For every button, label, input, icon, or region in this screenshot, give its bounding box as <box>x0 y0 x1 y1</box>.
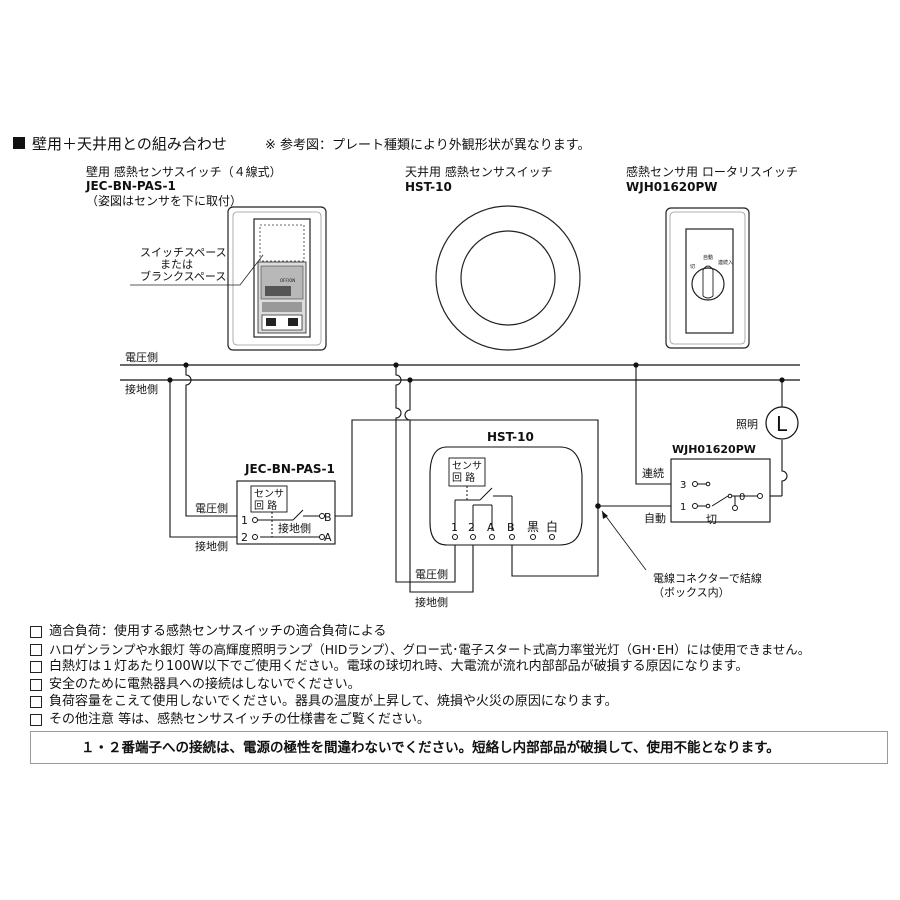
rotary-switch-illustration <box>665 207 750 349</box>
hst-terminal-1: 1 <box>451 521 458 534</box>
connector-note-2: （ボックス内） <box>653 585 730 599</box>
note-text: 白熱灯は１灯あたり100W以下でご使用ください。電球の球切れ時、大電流が流れ内部… <box>49 659 749 674</box>
wall-terminal-1: 1 <box>241 514 248 527</box>
note-text: ハロゲンランプや水銀灯 等の高輝度照明ランプ（HIDランプ）、グロー式･電子スタ… <box>49 641 811 657</box>
wall-sensor-switch-illustration: OFF/ON <box>227 206 327 351</box>
callout-line-1: スイッチスペース <box>140 246 227 259</box>
wall-face-text: OFF/ON <box>280 278 295 283</box>
connector-leader <box>601 510 647 571</box>
hst-box-title: HST-10 <box>487 430 534 444</box>
rotary-device-model: WJH01620PW <box>626 180 718 194</box>
wall-box-title: JEC-BN-PAS-1 <box>244 462 335 476</box>
polarity-warning: １・２番端子への接続は、電源の極性を間違わないでください。短絡し内部部品が破損し… <box>30 731 888 764</box>
note-item: ハロゲンランプや水銀灯 等の高輝度照明ランプ（HIDランプ）、グロー式･電子スタ… <box>30 641 890 659</box>
ground-line-label: 接地側 <box>125 383 158 396</box>
hst-voltage-label: 電圧側 <box>415 568 448 581</box>
dial-label-auto: 自動 <box>703 254 713 261</box>
hst-box-sensor-1: センサ <box>452 460 482 472</box>
note-item: その他注意 等は、感熱センサスイッチの仕様書をご覧ください。 <box>30 711 890 729</box>
ceiling-device-model: HST-10 <box>405 180 452 194</box>
rotary-terminal-1: 1 <box>680 502 686 513</box>
note-item: 白熱灯は１灯あたり100W以下でご使用ください。電球の球切れ時、大電流が流れ内部… <box>30 658 890 676</box>
checkbox-icon <box>30 713 42 726</box>
continuous-label: 連続 <box>642 466 664 480</box>
lamp-symbol <box>765 406 799 440</box>
note-text: 負荷容量をこえて使用しないでください。器具の温度が上昇して、焼損や火災の原因にな… <box>49 694 618 709</box>
ceiling-device-type: 天井用 感熱センサスイッチ <box>405 164 553 179</box>
lamp-label: 照明 <box>736 418 758 431</box>
hst-terminal-white: 白 <box>546 519 558 534</box>
reference-note: ※ 参考図：プレート種類により外観形状が異なります。 <box>265 137 590 153</box>
checkbox-icon <box>30 678 42 691</box>
dial-label-off: 切 <box>690 263 695 270</box>
wall-sensor-box <box>236 480 336 545</box>
checkbox-icon <box>30 626 42 638</box>
wall-device-model: JEC-BN-PAS-1 <box>85 179 176 193</box>
wall-box-sensor-2: 回 路 <box>254 499 277 512</box>
note-item: 安全のために電熱器具への接続はしないでください。 <box>30 676 890 694</box>
connector-note-1: 電線コネクターで結線 <box>653 571 762 585</box>
note-item: 負荷容量をこえて使用しないでください。器具の温度が上昇して、焼損や火災の原因にな… <box>30 693 890 711</box>
wall-box-sensor-1: センサ <box>254 488 284 500</box>
rotary-switch-box <box>670 458 771 523</box>
hst-sensor-box <box>429 446 583 546</box>
header-bullet <box>13 137 25 149</box>
junction-dots <box>167 362 785 509</box>
rotary-terminal-3: 3 <box>680 480 686 491</box>
note-text: その他注意 等は、感熱センサスイッチの仕様書をご覧ください。 <box>49 711 430 727</box>
callout-leader <box>130 254 264 286</box>
switch-space-outline <box>259 224 305 262</box>
checkbox-icon <box>30 661 42 673</box>
rotary-device-type: 感熱センサ用 ロータリスイッチ <box>626 164 798 179</box>
callout-line-2: または <box>160 258 193 271</box>
connector-arrow <box>602 511 608 519</box>
rotary-off-label: 切 <box>706 513 717 526</box>
checkbox-icon <box>30 643 42 656</box>
hst-terminal-2: 2 <box>468 521 475 534</box>
notes-list: 適合負荷：使用する感熱センサスイッチの適合負荷による ハロゲンランプや水銀灯 等… <box>30 623 890 728</box>
wires <box>169 365 788 593</box>
hst-ground-label: 接地側 <box>415 596 448 609</box>
wall-terminal-2: 2 <box>241 531 248 544</box>
wall-terminal-b: B <box>324 511 332 524</box>
dial-label-continuous: 連続入 <box>718 259 733 266</box>
ceiling-sensor-illustration <box>435 205 581 351</box>
rotary-box-title: WJH01620PW <box>672 443 756 456</box>
wall-voltage-label: 電圧側 <box>195 502 228 515</box>
wall-device-type: 壁用 感熱センサスイッチ（４線式） <box>86 164 282 179</box>
hst-terminal-a: A <box>487 521 495 534</box>
rotary-terminal-0: 0 <box>739 492 745 503</box>
hst-terminal-b: B <box>507 521 515 534</box>
note-text: 適合負荷：使用する感熱センサスイッチの適合負荷による <box>49 624 387 639</box>
hst-box-sensor-2: 回 路 <box>452 471 475 484</box>
note-text: 安全のために電熱器具への接続はしないでください。 <box>49 676 361 692</box>
hst-terminal-black: 黒 <box>527 520 539 534</box>
section-title: 壁用＋天井用との組み合わせ <box>32 135 227 153</box>
note-item: 適合負荷：使用する感熱センサスイッチの適合負荷による <box>30 623 890 641</box>
wall-terminal-a: A <box>324 531 332 544</box>
lamp-symbol-letter: L <box>776 412 788 436</box>
checkbox-icon <box>30 696 42 708</box>
auto-label: 自動 <box>644 511 666 525</box>
callout-line-3: ブランクスペース <box>140 269 226 283</box>
wall-box-ground-inner: 接地側 <box>278 522 311 535</box>
wall-ground-label: 接地側 <box>195 540 228 553</box>
voltage-line-label: 電圧側 <box>125 351 158 364</box>
wall-device-orientation-note: （姿図はセンサを下に取付） <box>86 194 242 208</box>
